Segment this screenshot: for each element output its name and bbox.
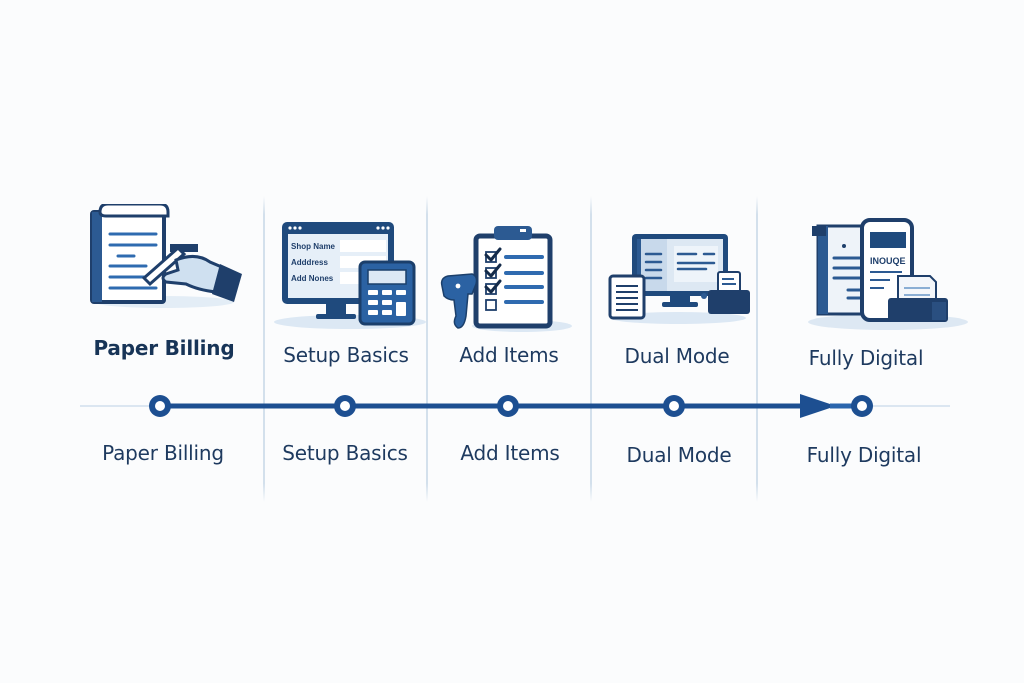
arrow-head-icon (800, 394, 836, 418)
step-2-bottom-label: Setup Basics (282, 441, 408, 465)
svg-text:Adddress: Adddress (291, 258, 328, 267)
divider-2 (426, 196, 428, 502)
timeline-node-2[interactable] (334, 395, 356, 417)
step-4-bottom-label: Dual Mode (626, 443, 732, 467)
svg-text:Add Nones: Add Nones (291, 274, 334, 283)
step-1-top-label: Paper Billing (93, 336, 235, 360)
phone-invoice-printer-icon: INOUQE (808, 218, 968, 330)
clipboard-checklist-scanner-icon (440, 226, 572, 332)
svg-text:INOUQE: INOUQE (870, 256, 906, 266)
timeline-node-4[interactable] (663, 395, 685, 417)
paper-ledger-hand-writing-icon (90, 204, 242, 308)
monitor-paper-printer-icon (608, 234, 750, 324)
step-5-bottom-label: Fully Digital (806, 443, 922, 467)
step-1-bottom-label: Paper Billing (102, 441, 224, 465)
timeline-node-5[interactable] (851, 395, 873, 417)
step-3-top-label: Add Items (459, 343, 559, 367)
monitor-form-calculator-icon: Shop Name Adddress Add Nones (274, 222, 426, 329)
step-2-top-label: Setup Basics (283, 343, 409, 367)
step-4-top-label: Dual Mode (624, 344, 730, 368)
svg-text:Shop Name: Shop Name (291, 242, 336, 251)
timeline-node-3[interactable] (497, 395, 519, 417)
step-5-top-label: Fully Digital (808, 346, 924, 370)
divider-4 (756, 196, 758, 502)
divider-3 (590, 196, 592, 502)
divider-1 (263, 196, 265, 502)
timeline-node-1[interactable] (149, 395, 171, 417)
step-3-bottom-label: Add Items (460, 441, 560, 465)
